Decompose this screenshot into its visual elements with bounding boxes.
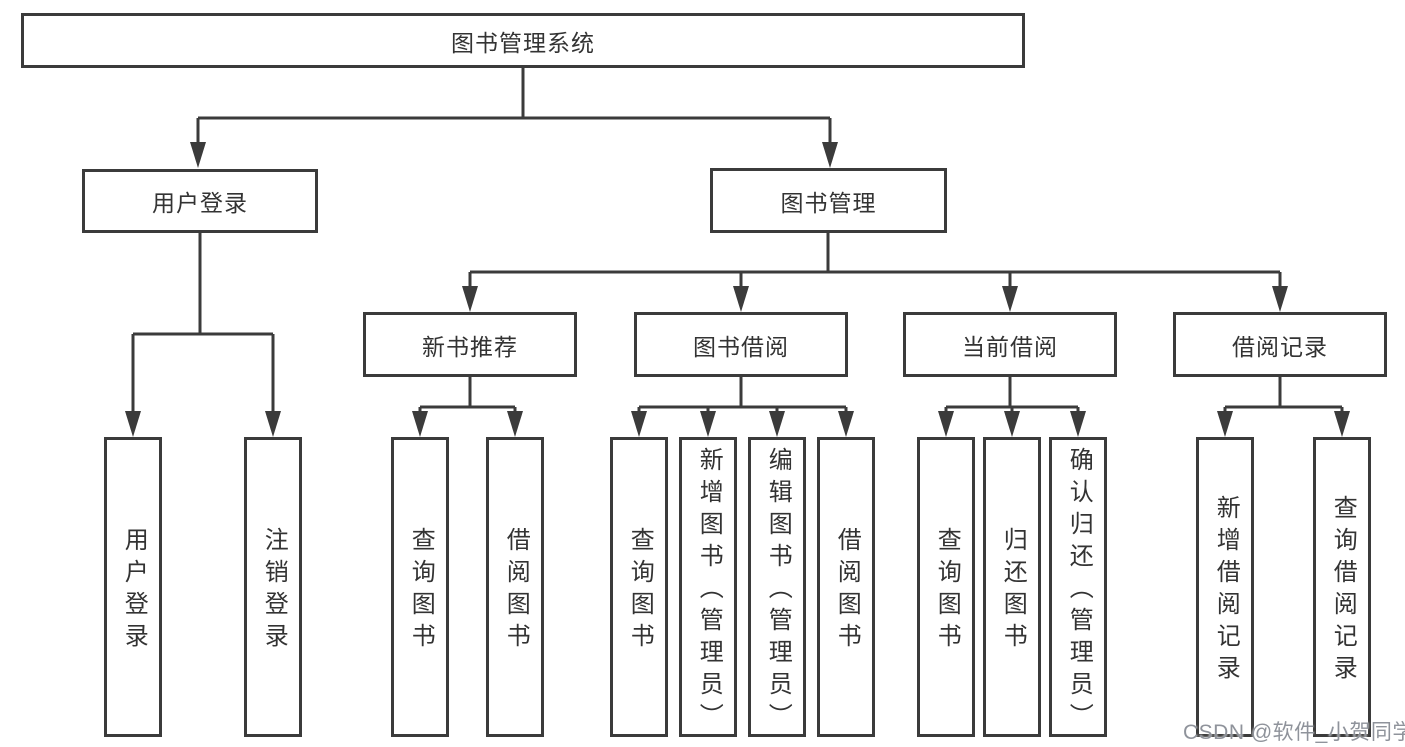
leaf-label: 新增借阅记录 [1212,495,1240,687]
leaf-confirm-return-admin: 确认归还（管理员） [1049,437,1107,737]
node-label: 借阅记录 [1232,333,1328,360]
node-book-management: 图书管理 [710,168,947,233]
leaf-label: 查询图书 [626,527,654,655]
node-label: 当前借阅 [962,333,1058,360]
node-current-borrowing: 当前借阅 [903,312,1117,377]
arrowheads [125,142,1350,437]
leaf-query-books-current: 查询图书 [917,437,975,737]
leaf-label: 借阅图书 [833,527,861,655]
leaf-logout: 注销登录 [244,437,302,737]
leaf-label: 编辑图书（管理员） [764,447,792,735]
leaf-label: 确认归还（管理员） [1065,447,1093,735]
leaf-query-books-recommend: 查询图书 [391,437,449,737]
leaf-label: 借阅图书 [502,527,530,655]
leaf-label: 新增图书（管理员） [695,447,723,735]
leaf-query-borrowing-record: 查询借阅记录 [1313,437,1371,737]
node-label: 图书借阅 [693,333,789,360]
leaf-user-login: 用户登录 [104,437,162,737]
node-label: 新书推荐 [422,333,518,360]
node-label: 图书管理系统 [451,29,595,56]
node-user-login: 用户登录 [82,169,318,233]
watermark: CSDN @软件_小贺同学 [1183,721,1405,744]
leaf-label: 查询图书 [407,527,435,655]
leaf-edit-books-admin: 编辑图书（管理员） [748,437,806,737]
leaf-return-books: 归还图书 [983,437,1041,737]
leaf-label: 归还图书 [999,527,1027,655]
leaf-borrow-books: 借阅图书 [817,437,875,737]
node-label: 用户登录 [152,190,248,216]
leaf-label: 用户登录 [120,527,148,655]
leaf-add-borrowing-record: 新增借阅记录 [1196,437,1254,737]
node-book-borrowing: 图书借阅 [634,312,848,377]
leaf-label: 查询图书 [933,527,961,655]
node-borrowing-records: 借阅记录 [1173,312,1387,377]
node-new-book-recommendation: 新书推荐 [363,312,577,377]
leaf-borrow-books-recommend: 借阅图书 [486,437,544,737]
leaf-add-books-admin: 新增图书（管理员） [679,437,737,737]
leaf-query-books-borrowing: 查询图书 [610,437,668,737]
node-label: 图书管理 [780,189,877,216]
leaf-label: 查询借阅记录 [1329,495,1357,687]
leaf-label: 注销登录 [260,527,288,655]
node-library-management-system: 图书管理系统 [21,13,1025,68]
